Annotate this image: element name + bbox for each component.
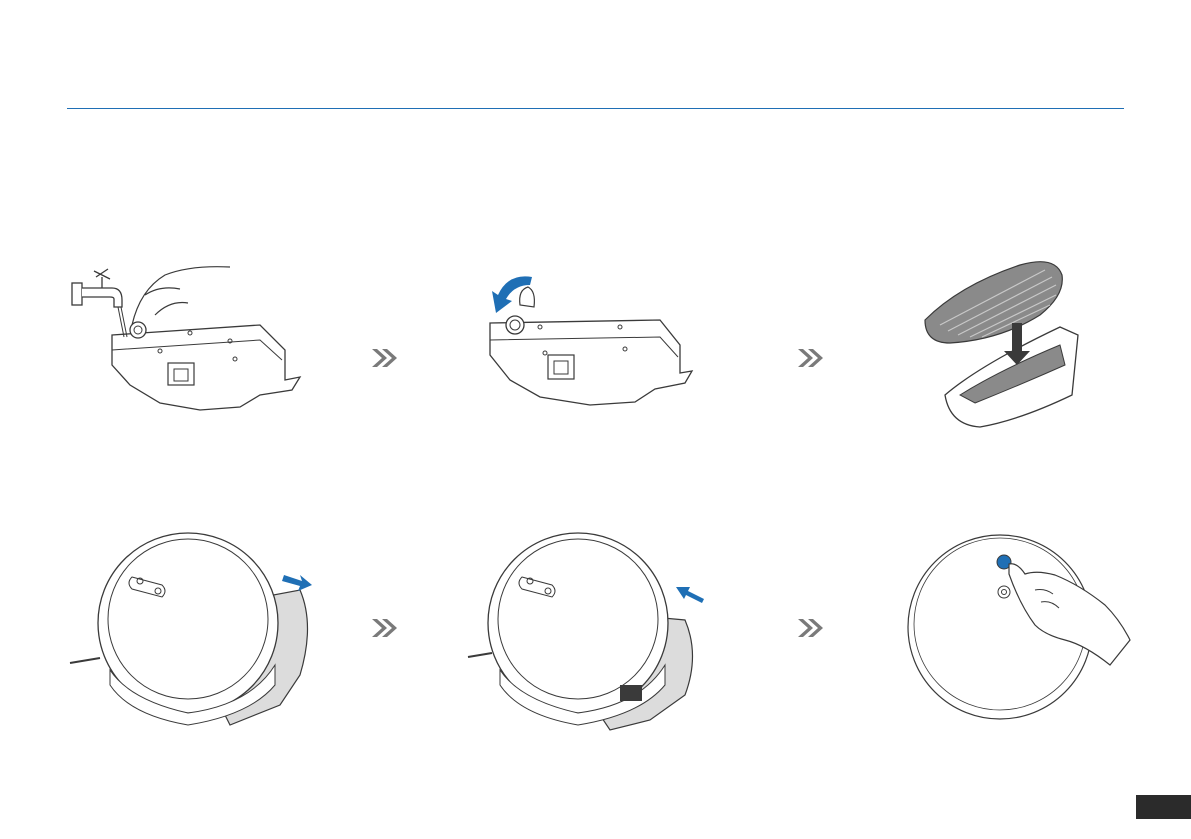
- header-rule: [67, 108, 1124, 109]
- robot-tank-installed-illustration: [460, 535, 720, 735]
- next-step-chevron-icon: [370, 347, 400, 369]
- finger-press-button-illustration: [905, 530, 1135, 725]
- step-slide-in-tank: [70, 535, 330, 730]
- robot-tank-slide-in-illustration: [70, 535, 330, 730]
- mop-pad-attach-illustration: [920, 255, 1090, 435]
- tank-cap-closing-illustration: [470, 265, 700, 415]
- next-step-chevron-icon: [370, 617, 400, 639]
- step-close-fill-cap: [470, 265, 700, 415]
- faucet-filling-tank-illustration: [60, 255, 300, 425]
- next-step-chevron-icon: [796, 617, 826, 639]
- step-fill-water-tank: [60, 255, 300, 425]
- step-tank-installed: [460, 535, 720, 735]
- next-step-chevron-icon: [796, 347, 826, 369]
- step-press-start: [905, 530, 1135, 725]
- page-number-tab: [1136, 795, 1191, 819]
- step-attach-mop-pad: [920, 255, 1090, 435]
